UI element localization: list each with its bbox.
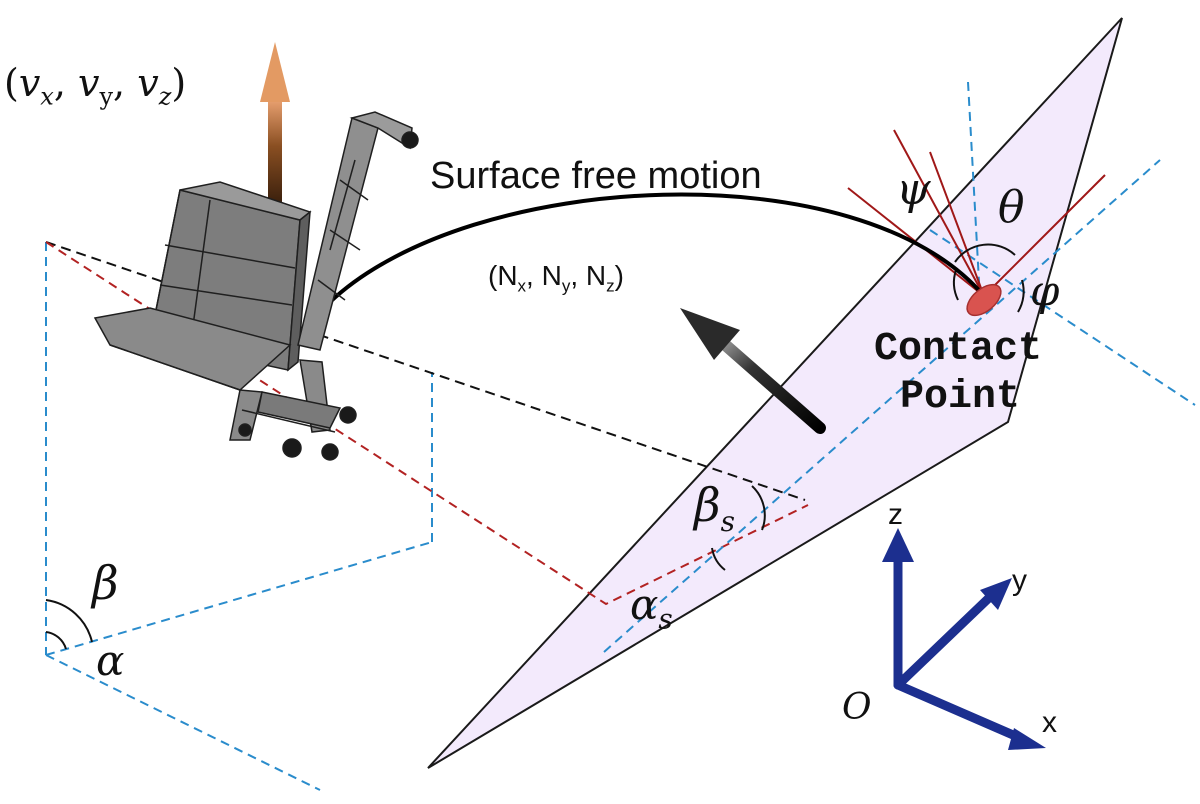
normal-vector-label: (Nx, Ny, Nz) [488,260,624,296]
surface-angle-arcs [711,485,766,571]
beta-s-angle-label: βs [694,478,735,539]
velocity-label: (vx, vy, vz) [4,61,187,111]
axis-z-arrowhead [882,528,914,562]
contact-point-label-line1: Contact [874,327,1043,372]
axis-x-line [893,680,1025,743]
surface-free-motion-curve [328,192,986,304]
reference-frame-dashed [45,242,433,791]
alpha-angle-label: α [96,636,125,685]
surface-slope-line-blue [603,159,1161,653]
contact-point-marker [966,283,1002,317]
axis-x-label: x [1042,706,1057,739]
normal-vector-arrow-icon [680,308,826,434]
trajectory-line-red [45,241,809,606]
velocity-arrow-icon [260,42,290,215]
projection-line-black [45,241,806,501]
axis-y-arrowhead [980,578,1012,610]
contact-reference-lines [929,81,1196,406]
contact-angle-arcs [953,243,1025,313]
origin-angle-arcs [45,599,93,650]
surface-free-motion-label: Surface free motion [430,155,762,197]
axis-y-line [893,590,997,690]
axis-x-arrowhead [1008,728,1046,750]
contact-point-label-line2: Point [900,375,1021,420]
origin-label: O [842,687,872,728]
phi-angle-label: φ [1030,266,1060,315]
axis-y-label: y [1012,564,1027,597]
axis-arrowheads [882,528,1046,750]
coordinate-axes [893,550,1025,743]
lander-rover-icon [93,111,419,461]
theta-angle-label: θ [998,182,1025,233]
alpha-s-angle-label: αs [630,580,673,636]
psi-angle-label: ψ [896,164,931,215]
axis-z-label: z [888,498,903,531]
beta-angle-label: β [92,556,119,610]
